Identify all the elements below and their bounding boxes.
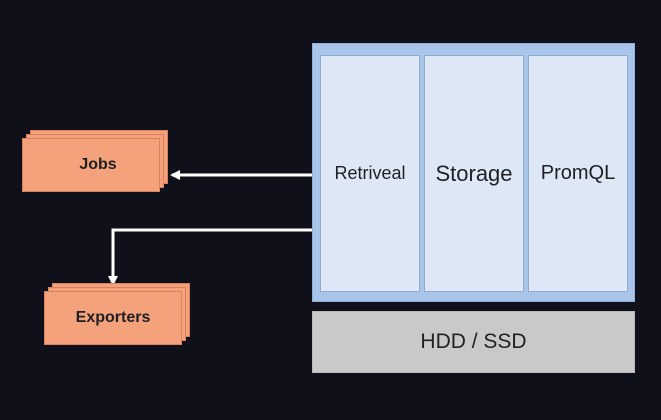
exporters-label: Exporters	[44, 291, 182, 345]
hdd-ssd-box: HDD / SSD	[312, 311, 635, 373]
exporters-stack: Exporters	[44, 283, 190, 353]
jobs-label: Jobs	[22, 138, 160, 192]
jobs-stack: Jobs	[22, 130, 168, 200]
arrow-to-exporters	[108, 228, 312, 286]
storage-panel: Storage	[424, 55, 524, 292]
promql-label: PromQL	[540, 162, 616, 184]
retrieval-panel: Retriveal	[320, 55, 420, 292]
prometheus-server: Retriveal Storage PromQL	[312, 43, 635, 302]
promql-panel: PromQL	[528, 55, 628, 292]
hdd-ssd-label: HDD / SSD	[420, 330, 527, 353]
storage-label: Storage	[435, 160, 513, 186]
retrieval-label: Retriveal	[334, 163, 406, 183]
